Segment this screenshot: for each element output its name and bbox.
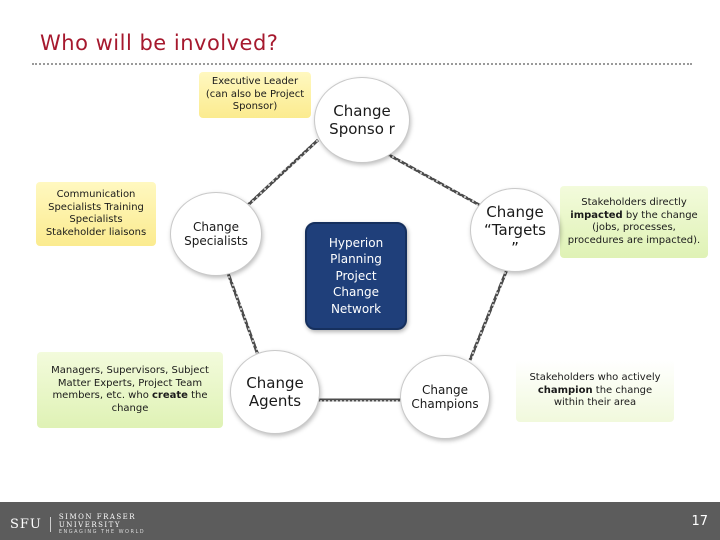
executive-leader-note: Executive Leader (can also be Project Sp… [199,72,311,118]
managers-note-text-2: the change [111,390,208,414]
connector-agents-specialists [223,264,260,356]
champion-note-text-2: the change within their area [553,384,653,409]
page-number: 17 [691,514,708,529]
logo-tagline: ENGAGING THE WORLD [58,529,146,535]
change-champions-node: Change Champions [400,355,490,439]
change-network-center: Hyperion Planning Project Change Network [305,222,407,330]
managers-note-text-1: Managers, Supervisors, Subject Matter Ex… [51,365,209,401]
university-logo: SFU SIMON FRASER UNIVERSITY ENGAGING THE… [10,513,170,535]
champion-note-bold: champion [537,384,593,396]
stakeholders-note-text-2: by the change (jobs, processes, procedur… [567,209,701,246]
change-sponsor-node: Change Sponso r [314,77,410,163]
managers-note: Managers, Supervisors, Subject Matter Ex… [37,352,223,428]
change-specialists-node: Change Specialists [170,192,262,276]
stakeholders-note-text-1: Stakeholders directly [581,197,687,208]
page-title: Who will be involved? [40,31,279,55]
logo-mark: SFU [10,516,51,532]
change-network-label: Hyperion Planning Project Change Network [328,235,384,316]
connector-sponsor-targets [379,148,493,214]
change-agents-node: Change Agents [230,350,320,434]
stakeholders-impacted-note: Stakeholders directly impacted by the ch… [560,186,708,258]
managers-note-bold: create [152,390,188,401]
champion-note-text-1: Stakeholders who actively [529,372,661,384]
champion-stakeholders-note: Stakeholders who actively champion the c… [516,360,674,422]
change-targets-node: Change “Targets ” [470,188,560,272]
title-divider [32,63,692,65]
logo-wordmark: SIMON FRASER UNIVERSITY [58,513,137,529]
communication-specialists-note: Communication Specialists Training Speci… [36,182,156,246]
footer-bar: SFU SIMON FRASER UNIVERSITY ENGAGING THE… [0,502,720,540]
stakeholders-note-bold: impacted [570,209,623,221]
connector-specialists-sponsor [246,138,320,207]
